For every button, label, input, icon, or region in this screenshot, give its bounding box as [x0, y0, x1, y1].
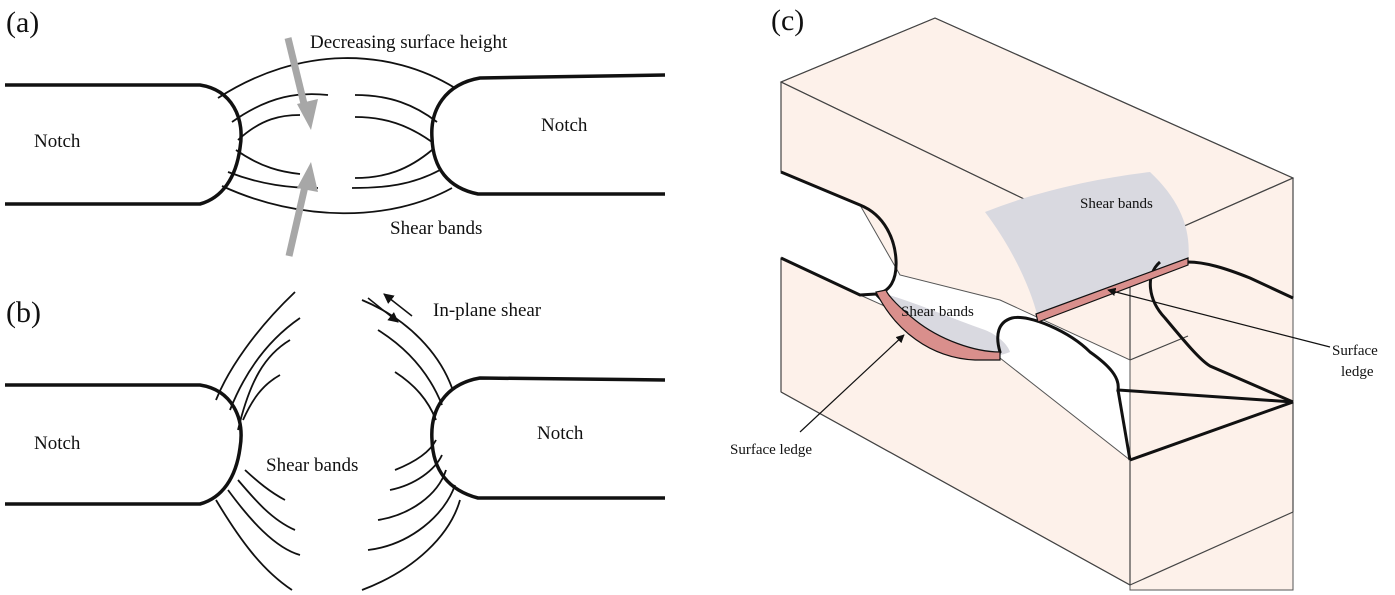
surface-ledge-leaders	[799, 287, 1331, 433]
panel-b-right-notch	[430, 376, 666, 500]
panel-c-shear-bands-mid-label: Shear bands	[901, 304, 974, 320]
surface-ledge-front	[875, 289, 1001, 361]
panel-a-notch-left-label: Notch	[34, 131, 81, 152]
shear-band-surface-front	[878, 292, 1010, 357]
panel-b-shear-label: In-plane shear	[433, 300, 542, 321]
shear-band-surface-back	[985, 172, 1189, 318]
panel-b-shear-bands-left	[215, 291, 301, 591]
panel-b-shear-arrows	[367, 293, 413, 323]
panel-c: (c)	[730, 4, 1378, 591]
panel-a-right-notch	[430, 73, 666, 196]
panel-a-bottom-label: Shear bands	[390, 218, 482, 239]
panel-a-notch-right-label: Notch	[541, 115, 588, 136]
panel-a: (a) Notch Notch Decreasing surface h	[5, 6, 666, 257]
panel-b-center-label: Shear bands	[266, 455, 358, 476]
panel-c-surface-ledge-right-label-2: ledge	[1341, 364, 1374, 380]
panel-c-shear-bands-top-label: Shear bands	[1080, 196, 1153, 212]
panel-b-label: (b)	[6, 296, 41, 329]
panel-a-top-label: Decreasing surface height	[310, 32, 508, 53]
panel-c-surface-ledge-right-label-1: Surface	[1332, 343, 1378, 359]
panel-a-height-arrows	[284, 37, 318, 257]
panel-a-shear-bands	[217, 57, 456, 215]
panel-b-left-notch	[5, 383, 243, 506]
panel-a-label: (a)	[6, 6, 39, 39]
panel-b: (b)	[5, 291, 666, 591]
panel-a-left-notch	[5, 83, 243, 206]
panel-c-label: (c)	[771, 4, 804, 37]
panel-b-notch-right-label: Notch	[537, 423, 584, 444]
panel-c-surface-ledge-left-label: Surface ledge	[730, 442, 812, 458]
panel-b-notch-left-label: Notch	[34, 433, 81, 454]
panel-b-shear-bands-right	[361, 299, 461, 591]
